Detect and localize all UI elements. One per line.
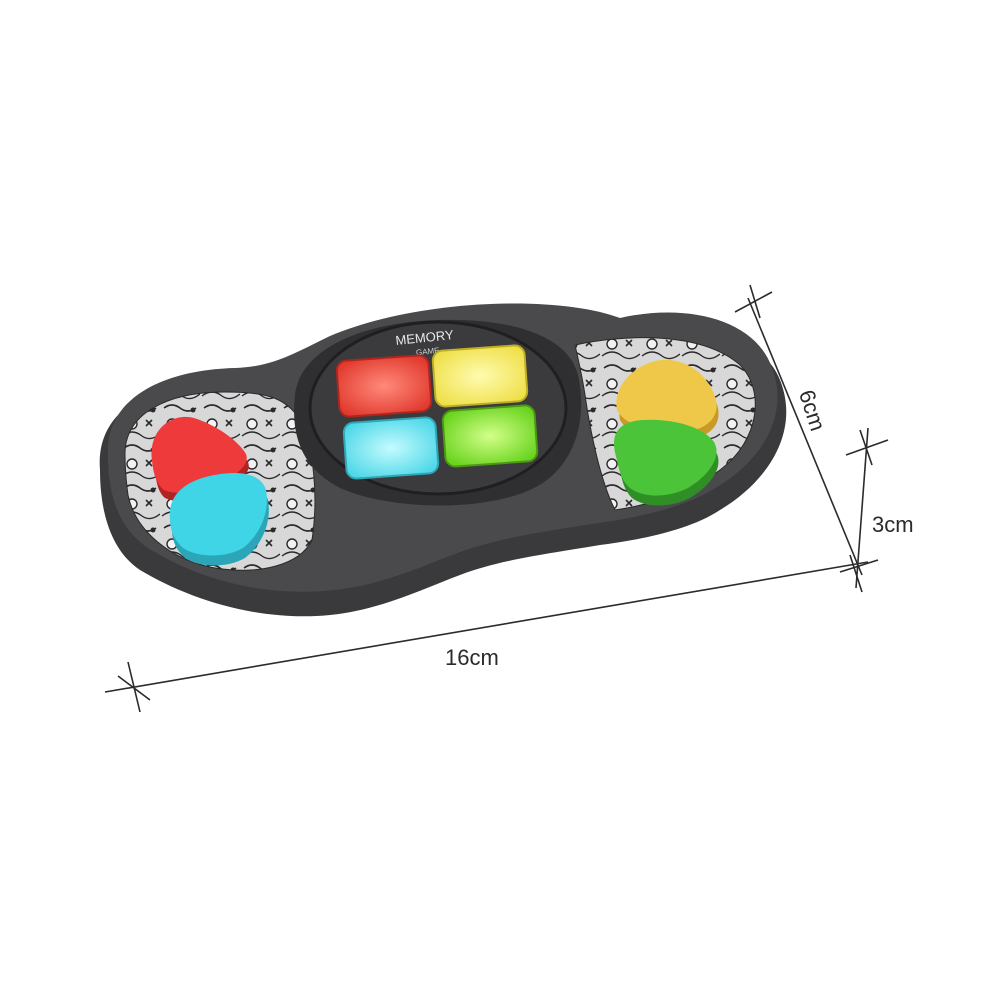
dimension-width-line bbox=[747, 297, 863, 576]
center-button-cyan[interactable] bbox=[342, 416, 440, 480]
logo-game: GAME bbox=[416, 346, 440, 357]
dimension-height-line bbox=[855, 427, 869, 589]
dimension-width-tick-top-x bbox=[749, 284, 761, 319]
right-green-button[interactable] bbox=[614, 419, 717, 496]
logo-memory: MEMORY bbox=[395, 327, 455, 348]
dimension-height-tick-bottom bbox=[839, 559, 879, 573]
center-button-yellow[interactable] bbox=[431, 344, 529, 408]
center-button-red[interactable] bbox=[335, 354, 433, 418]
right-buttons bbox=[614, 359, 719, 506]
left-cyan-button[interactable] bbox=[169, 473, 267, 556]
dimension-width-tick-top bbox=[734, 291, 773, 313]
dimension-length-line bbox=[104, 561, 869, 693]
dimension-height-label: 3cm bbox=[872, 512, 914, 537]
dimension-height: 3cm bbox=[839, 427, 914, 593]
dimension-height-tick-bottom-x bbox=[849, 554, 863, 593]
dimension-length: 16cm bbox=[104, 561, 869, 713]
dimension-height-tick-top-x bbox=[859, 429, 873, 466]
dimension-width-label: 6cm bbox=[794, 387, 831, 434]
right-yellow-button[interactable] bbox=[616, 359, 717, 432]
center-console: MEMORY GAME bbox=[294, 319, 582, 506]
center-button-green[interactable] bbox=[441, 404, 539, 468]
left-buttons bbox=[151, 416, 269, 566]
dimension-height-tick-top bbox=[845, 439, 889, 456]
dimension-length-tick-left-x bbox=[117, 675, 151, 701]
dimension-length-label: 16cm bbox=[445, 645, 499, 670]
